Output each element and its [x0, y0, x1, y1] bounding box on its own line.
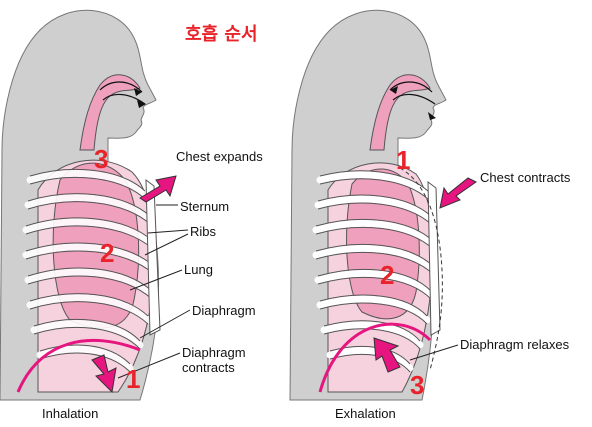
diagram-title: 호흡 순서	[185, 24, 258, 45]
label-chest-expands: Chest expands	[176, 149, 263, 164]
label-diaphragm-contracts-1: Diaphragm	[182, 345, 246, 360]
label-ribs: Ribs	[190, 224, 217, 239]
exhalation-diaphragm-arrow	[373, 337, 401, 373]
exhalation-step-diaphragm: 3	[410, 370, 425, 400]
inhalation-step-diaphragm: 1	[126, 364, 141, 394]
label-diaphragm-relaxes: Diaphragm relaxes	[460, 337, 570, 352]
label-lung: Lung	[184, 262, 213, 277]
inhalation-chest-arrow	[139, 175, 177, 203]
exhalation-airway	[369, 74, 431, 151]
label-diaphragm: Diaphragm	[192, 303, 256, 318]
exhalation-diaphragm	[318, 322, 432, 393]
caption-inhalation: Inhalation	[42, 406, 99, 421]
inhalation-airway	[79, 74, 141, 151]
inhalation-diaphragm-arrow	[91, 354, 117, 394]
inhalation-step-lung: 2	[100, 238, 115, 268]
inhalation-diaphragm	[16, 338, 141, 393]
inhalation-step-airway: 3	[94, 144, 109, 174]
exhalation-chest-arrow	[439, 177, 477, 209]
inhalation-figure	[0, 9, 191, 401]
label-sternum: Sternum	[180, 199, 230, 214]
label-chest-contracts: Chest contracts	[480, 170, 571, 185]
exhalation-step-lung: 2	[380, 260, 395, 290]
label-diaphragm-contracts-2: contracts	[182, 360, 235, 375]
exhalation-figure	[289, 9, 477, 401]
caption-exhalation: Exhalation	[335, 406, 396, 421]
exhalation-step-chest: 1	[396, 145, 411, 175]
